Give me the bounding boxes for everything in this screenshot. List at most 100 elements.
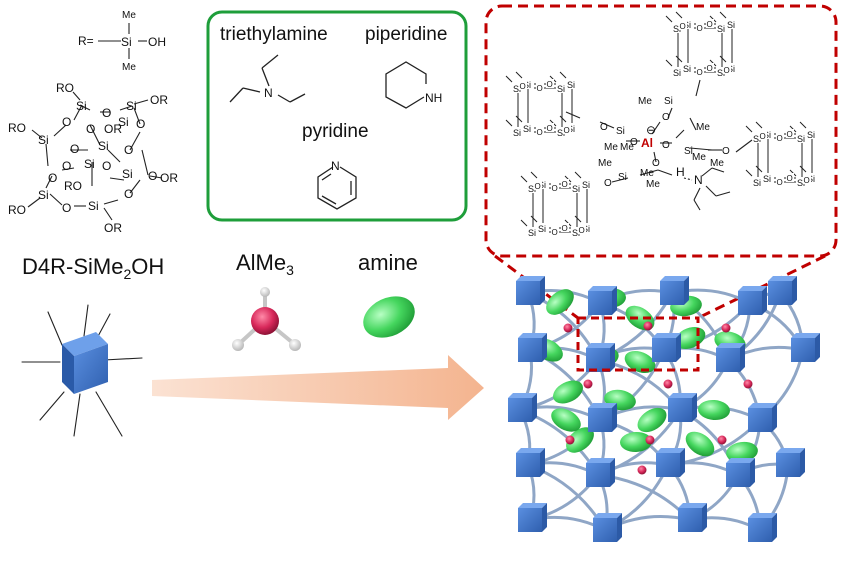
- network-cube: [668, 393, 697, 422]
- network-amine-blob: [551, 408, 581, 432]
- svg-text:O: O: [707, 20, 713, 29]
- svg-text:O: O: [537, 84, 543, 93]
- triethylamine-structure: N: [229, 54, 306, 103]
- network-cube: [726, 458, 755, 487]
- svg-text:Si: Si: [582, 180, 590, 190]
- network-cube: [593, 513, 622, 542]
- network-cube: [660, 276, 689, 305]
- svg-text:O: O: [535, 182, 541, 191]
- svg-text:O: O: [62, 115, 71, 129]
- network-structure: [508, 276, 820, 542]
- svg-text:Si: Si: [557, 84, 565, 94]
- pyridine-n-atom: N: [331, 159, 340, 173]
- svg-text:O: O: [62, 159, 71, 173]
- svg-text:O: O: [562, 224, 568, 233]
- svg-text:Si: Si: [572, 184, 580, 194]
- network-cube: [776, 448, 805, 477]
- network-amine-blob: [698, 399, 730, 421]
- svg-text:Si: Si: [98, 139, 109, 153]
- svg-text:Me: Me: [640, 168, 654, 179]
- svg-text:O: O: [102, 106, 111, 120]
- svg-text:Si: Si: [763, 174, 771, 184]
- svg-text:RO: RO: [8, 203, 26, 217]
- triethylamine-label: triethylamine: [220, 24, 328, 45]
- tea-n-atom: N: [264, 86, 273, 100]
- svg-text:Si: Si: [523, 80, 531, 90]
- svg-text:O: O: [562, 180, 568, 189]
- svg-text:O: O: [537, 128, 543, 137]
- network-al-node: [645, 435, 655, 445]
- network-al-node: [717, 435, 727, 445]
- network-cube: [586, 458, 615, 487]
- network-cube: [748, 513, 777, 542]
- svg-text:O: O: [662, 112, 670, 123]
- network-amine-blobs: [533, 287, 758, 463]
- network-cube: [588, 286, 617, 315]
- svg-text:Si: Si: [797, 134, 805, 144]
- r-si: Si: [121, 35, 132, 49]
- network-amine-blob: [685, 431, 715, 457]
- svg-text:Si: Si: [572, 228, 580, 238]
- network-al-node: [565, 435, 575, 445]
- svg-text:RO: RO: [8, 121, 26, 135]
- network-cube: [516, 276, 545, 305]
- r-oh: OH: [148, 35, 166, 49]
- svg-text:Si: Si: [538, 180, 546, 190]
- network-al-node: [743, 379, 753, 389]
- piperidine-nh-atom: NH: [425, 91, 442, 105]
- h-atom-label: H: [676, 165, 685, 179]
- svg-text:O: O: [547, 124, 553, 133]
- network-cube: [738, 286, 767, 315]
- network-cube: [508, 393, 537, 422]
- svg-text:O: O: [604, 178, 612, 189]
- network-al-node: [721, 323, 731, 333]
- network-amine-blob: [625, 305, 655, 331]
- svg-text:O: O: [760, 132, 766, 141]
- svg-text:O: O: [520, 82, 526, 91]
- svg-text:O: O: [600, 122, 608, 133]
- network-cube: [518, 503, 547, 532]
- svg-text:O: O: [662, 140, 670, 151]
- svg-text:O: O: [552, 184, 558, 193]
- svg-text:Si: Si: [717, 68, 725, 78]
- svg-text:OR: OR: [150, 93, 168, 107]
- svg-text:Si: Si: [513, 84, 521, 94]
- network-al-nodes: [563, 321, 753, 475]
- svg-text:Si: Si: [567, 80, 575, 90]
- svg-text:Si: Si: [538, 224, 546, 234]
- piperidine-structure: NH: [385, 61, 442, 109]
- svg-text:O: O: [86, 122, 95, 136]
- svg-text:O: O: [564, 126, 570, 135]
- network-al-node: [563, 323, 573, 333]
- svg-text:Me: Me: [692, 152, 706, 163]
- svg-text:O: O: [724, 66, 730, 75]
- network-cube: [678, 503, 707, 532]
- svg-text:OR: OR: [104, 122, 122, 136]
- r-group-definition: R= Si Me OH Me: [78, 10, 166, 73]
- svg-text:O: O: [787, 174, 793, 183]
- svg-text:O: O: [48, 171, 57, 185]
- svg-text:OR: OR: [104, 221, 122, 235]
- network-al-node: [583, 379, 593, 389]
- network-cube: [656, 448, 685, 477]
- svg-text:Si: Si: [618, 172, 627, 183]
- svg-text:O: O: [547, 80, 553, 89]
- svg-text:Si: Si: [84, 157, 95, 171]
- svg-text:Si: Si: [126, 99, 137, 113]
- svg-text:O: O: [630, 137, 638, 148]
- network-amine-blob: [546, 289, 574, 315]
- svg-text:O: O: [102, 159, 111, 173]
- svg-text:Si: Si: [753, 178, 761, 188]
- network-cube: [588, 403, 617, 432]
- svg-text:Si: Si: [753, 134, 761, 144]
- svg-text:Si: Si: [797, 178, 805, 188]
- svg-text:Si: Si: [513, 128, 521, 138]
- network-al-node: [663, 379, 673, 389]
- svg-text:Si: Si: [727, 20, 735, 30]
- zoom-region: [576, 316, 700, 372]
- svg-text:O: O: [722, 146, 730, 157]
